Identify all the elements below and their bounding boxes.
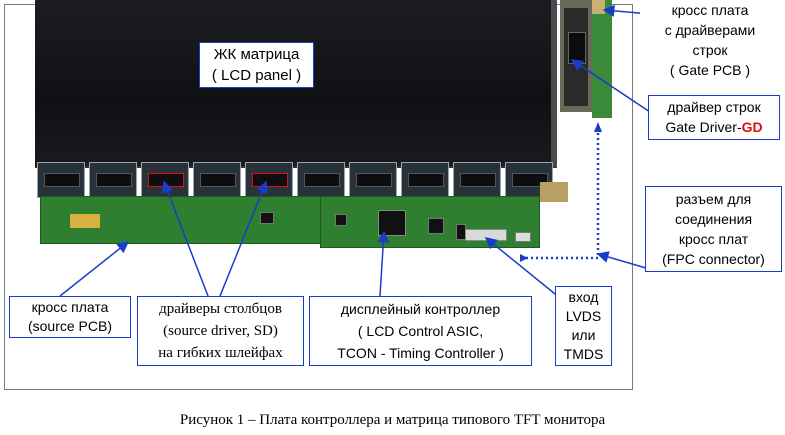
- fpc-dotted-link: [522, 128, 600, 260]
- arrow-source-driver-2: [219, 180, 268, 297]
- arrow-input: [484, 237, 561, 299]
- arrow-source-pcb: [59, 241, 130, 297]
- pcb-tab: [540, 182, 568, 202]
- fpc-link-arrowhead: [594, 122, 602, 132]
- label-fpc-connector: разъем для соединения кросс плат (FPC co…: [645, 186, 782, 272]
- gold-contact: [70, 214, 100, 228]
- gate-driver-photo: [560, 0, 592, 112]
- label-source-pcb: кросс плата (source PCB): [9, 296, 131, 338]
- fpc-connector-small: [515, 232, 531, 242]
- arrow-gate-driver: [570, 59, 651, 113]
- label-display-controller: дисплейный контроллер ( LCD Control ASIC…: [309, 296, 532, 366]
- pcb-chip: [260, 212, 274, 224]
- label-gate-pcb: кросс плата с драйверами строк ( Gate PC…: [640, 0, 780, 87]
- pcb-chip: [335, 214, 347, 226]
- label-lcd-panel: ЖК матрица ( LCD panel ): [199, 42, 314, 88]
- label-gate-driver: драйвер строк Gate Driver-GD: [648, 95, 780, 140]
- arrow-controller: [377, 230, 390, 297]
- arrow-source-driver-1: [162, 180, 209, 297]
- arrow-fpc: [596, 251, 647, 269]
- figure-caption: Рисунок 1 – Плата контроллера и матрица …: [179, 412, 606, 428]
- label-input: вход LVDS или TMDS: [555, 286, 612, 366]
- label-source-driver: драйверы столбцов (source driver, SD) на…: [137, 296, 304, 366]
- gate-pcb-photo: [592, 0, 612, 118]
- pcb-chip: [428, 218, 444, 234]
